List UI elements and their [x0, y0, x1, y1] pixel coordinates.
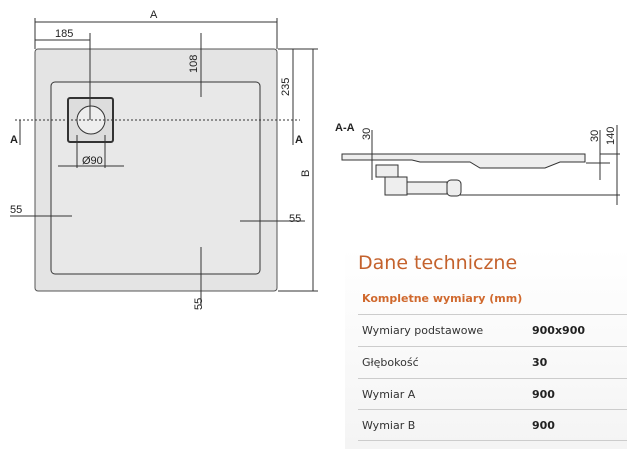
row-value: 900 — [532, 419, 555, 432]
row-value: 30 — [532, 356, 548, 369]
table-row: Wymiar B 900 — [358, 409, 627, 441]
technical-data-panel: Dane techniczne Kompletne wymiary (mm) W… — [345, 248, 627, 449]
dim-b: B — [300, 170, 312, 177]
section-label: A-A — [335, 122, 355, 134]
row-value: 900x900 — [532, 324, 586, 337]
dim-a: A — [150, 9, 158, 21]
section-dim-30-left: 30 — [361, 128, 373, 140]
table-row: Głębokość 30 — [358, 346, 627, 378]
dim-108: 108 — [188, 55, 200, 73]
divider — [358, 440, 627, 441]
row-label: Wymiar B — [362, 419, 416, 432]
section-mark-left: A — [10, 134, 18, 146]
dim-drain-diameter: Ø90 — [82, 155, 103, 167]
section-mark-right: A — [295, 134, 303, 146]
row-label: Głębokość — [362, 356, 419, 369]
dim-55-left: 55 — [10, 204, 22, 216]
section-dim-30-right: 30 — [589, 130, 601, 142]
row-label: Wymiary podstawowe — [362, 324, 484, 337]
panel-title: Dane techniczne — [358, 252, 518, 274]
dim-235: 235 — [280, 78, 292, 96]
table-row: Wymiar A 900 — [358, 378, 627, 410]
section-dim-140: 140 — [605, 127, 617, 145]
section-view — [341, 125, 620, 205]
dim-185: 185 — [55, 28, 73, 40]
row-label: Wymiar A — [362, 388, 416, 401]
dim-55-bottom: 55 — [193, 298, 205, 310]
panel-subtitle: Kompletne wymiary (mm) — [362, 292, 523, 305]
dim-55-right: 55 — [289, 213, 301, 225]
row-value: 900 — [532, 388, 555, 401]
table-row: Wymiary podstawowe 900x900 — [358, 314, 627, 346]
